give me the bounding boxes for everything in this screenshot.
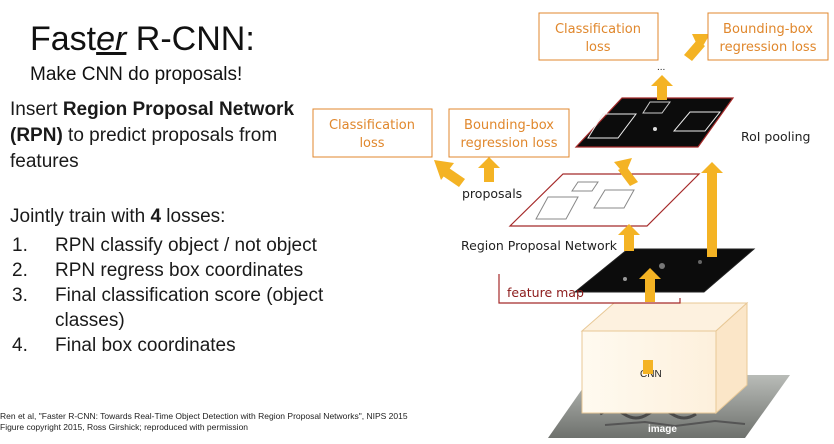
loss-box-line-2: loss [585,40,610,55]
title-suffix: R-CNN: [126,20,255,58]
roi-pooling-label: RoI pooling [741,129,810,144]
arrow-to-rpn-cls-loss [434,160,465,187]
intro-pre: Insert [10,99,63,120]
jointly-train-heading: Jointly train with 4 losses: [10,206,225,228]
intro-paragraph: Insert Region Proposal Network (RPN) to … [10,97,310,175]
image-label: image [648,424,677,435]
feature-highlight [698,260,702,264]
proposal-box [535,196,579,220]
jointly-post: losses: [161,206,226,227]
feature-map-bracket [498,274,681,304]
arrow-to-rpn-bbox-loss [478,157,500,182]
intro-post: to predict proposals from features [10,125,278,172]
loss-box-border [707,12,829,61]
loss-box-border [448,108,570,158]
loss-box-line-1: Bounding-box [723,22,813,37]
rpn-classification-loss-box: Classification loss [312,108,433,158]
ellipsis-label: ... [657,62,665,73]
citation-line-1: Ren et al, "Faster R-CNN: Towards Real-T… [0,411,408,421]
arrow-to-top-bbox-loss [684,34,710,61]
feature-highlight [659,263,665,269]
loss-box-border [538,12,659,61]
roi-pooling-plane: RoI pooling [574,97,810,148]
arrow-roi-to-top [651,75,673,100]
feature-highlight [623,277,627,281]
proposals-outline [508,173,701,227]
arrow-cnn-to-featuremap [639,268,661,302]
intro-bold: Region Proposal Network (RPN) [10,99,295,146]
loss-box-line-1: Bounding-box [464,118,554,133]
rpn-bbox-loss-box: Bounding-box regression loss [448,108,570,158]
arrow-image-to-cnn [643,360,653,374]
feature-map-label: feature map [507,285,584,300]
loss-list: 1. RPN classify object / not object 2. RPN… [10,233,375,358]
cnn-block: CNN [580,301,749,415]
title-prefix: Fast [30,20,97,58]
list-item: 3. Final classification score (object cla… [10,283,375,333]
jointly-bold: 4 [150,206,162,227]
feature-map-plane [573,248,756,293]
list-item-text: RPN regress box coordinates [55,260,304,281]
roi-highlight [653,127,657,131]
list-item-number: 3. [12,285,28,306]
list-item-text: Final box coordinates [55,335,236,356]
list-item-text: Final classification score (object class… [55,285,324,331]
list-item-text: RPN classify object / not object [55,235,317,256]
proposal-box [571,181,599,192]
jointly-pre: Jointly train with [10,206,151,227]
top-bbox-loss-box: Bounding-box regression loss [707,12,829,61]
loss-box-line-1: Classification [555,22,641,37]
list-item: 2. RPN regress box coordinates [10,258,375,283]
image-texture [604,419,746,428]
feature-map: feature map [498,248,756,304]
roi-plane [574,97,735,148]
cnn-label: CNN [640,369,662,380]
slide-subtitle: Make CNN do proposals! [30,64,243,85]
roi-box [672,111,722,132]
arrow-featuremap-to-rpn [618,224,640,251]
citation: Ren et al, "Faster R-CNN: Towards Real-T… [0,411,408,433]
arrow-rpn-to-roi [614,158,638,186]
loss-box-line-2: regression loss [461,136,558,151]
proposals-label: proposals [462,186,522,201]
list-item: 4. Final box coordinates [10,333,375,358]
arrow-featuremap-to-roi [701,162,723,257]
list-item-number: 1. [12,235,28,256]
title-underlined: er [96,20,127,58]
proposals-plane: proposals Region Proposal Network [461,173,701,253]
citation-line-2: Figure copyright 2015, Ross Girshick; re… [0,422,249,432]
slide-title: Faster R-CNN: [30,20,255,59]
list-item-number: 4. [12,335,28,356]
list-item: 1. RPN classify object / not object [10,233,375,258]
top-classification-loss-box: Classification loss [538,12,659,61]
loss-box-border [312,108,433,158]
proposal-box [593,189,635,209]
loss-box-line-1: Classification [329,118,415,133]
rpn-label: Region Proposal Network [461,238,618,253]
roi-box [587,113,637,139]
list-item-number: 2. [12,260,28,281]
loss-box-line-2: loss [359,136,384,151]
loss-box-line-2: regression loss [720,40,817,55]
roi-box [642,101,671,114]
